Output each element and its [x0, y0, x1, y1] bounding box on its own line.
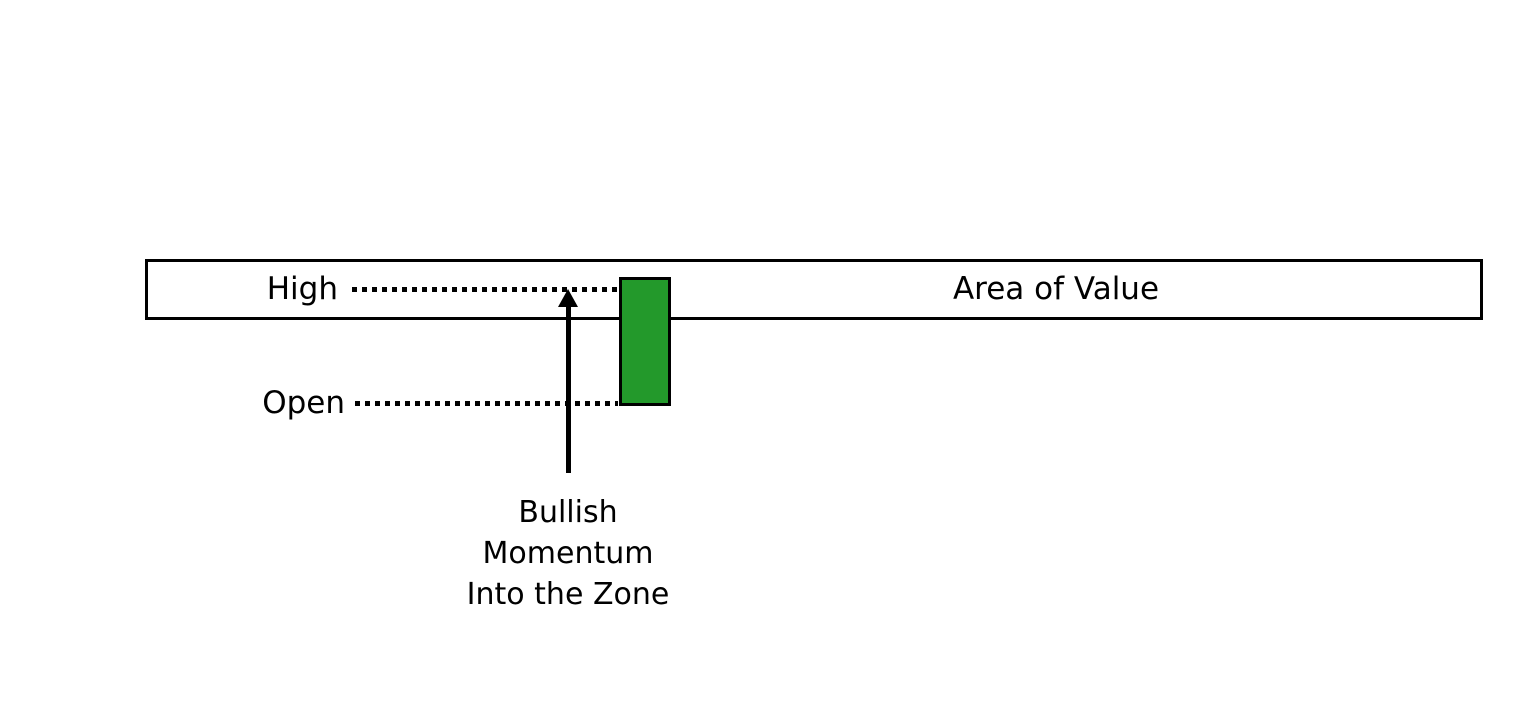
momentum-caption: Bullish Momentum Into the Zone: [398, 492, 738, 615]
high-level-label: High: [266, 271, 338, 307]
open-level-label: Open: [262, 385, 345, 421]
momentum-caption-line-1: Bullish: [518, 495, 618, 530]
area-of-value-label: Area of Value: [952, 271, 1160, 307]
bullish-candle-body: [619, 277, 671, 406]
high-leader-line: [352, 287, 618, 292]
momentum-arrow-head-icon: [558, 289, 578, 307]
momentum-caption-line-3: Into the Zone: [466, 577, 670, 612]
open-leader-line: [355, 401, 618, 406]
momentum-caption-line-2: Momentum: [482, 536, 654, 571]
area-of-value-zone: [145, 259, 1483, 320]
momentum-arrow-shaft: [566, 303, 571, 473]
